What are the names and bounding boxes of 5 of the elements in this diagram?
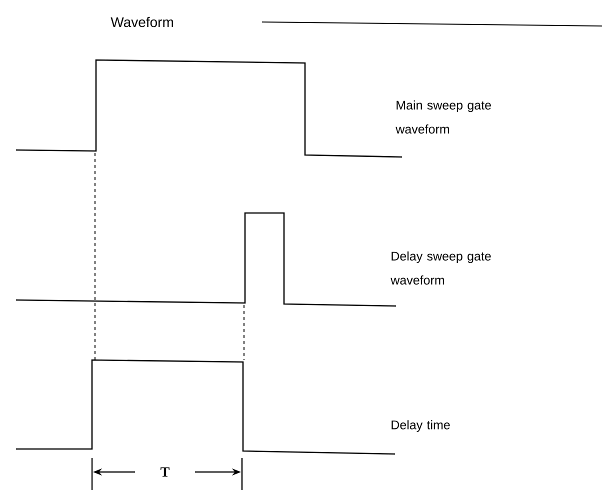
waveform-label: Delay time bbox=[392, 420, 450, 432]
waveform-label: Delay sweep gate waveform bbox=[390, 251, 491, 285]
waveform-label: Main sweep gate waveform bbox=[396, 100, 491, 134]
dimension-label: T bbox=[160, 467, 170, 477]
title: Waveform bbox=[110, 16, 173, 28]
